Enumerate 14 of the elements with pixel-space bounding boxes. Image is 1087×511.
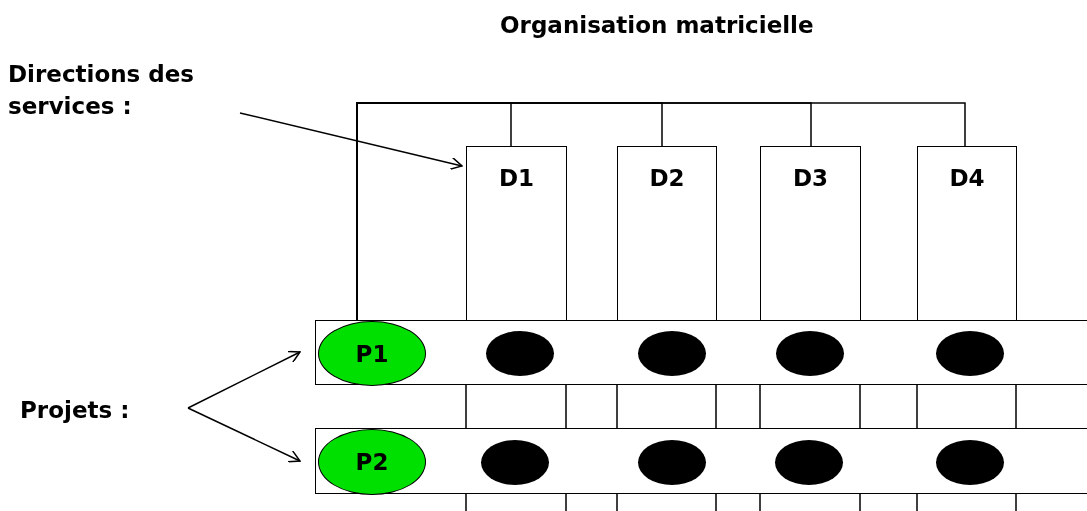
department-column: D4 <box>917 146 1017 321</box>
project-row <box>315 428 1087 494</box>
diagram-title: Organisation matricielle <box>500 12 814 38</box>
project-circle: P1 <box>318 321 426 386</box>
arrow <box>187 350 301 409</box>
department-column: D3 <box>760 146 861 321</box>
department-column: D1 <box>466 146 567 321</box>
project-row <box>315 320 1087 385</box>
callout-text: Projets : <box>20 394 180 430</box>
arrow <box>187 407 301 463</box>
arrow <box>239 112 463 171</box>
department-column: D2 <box>617 146 717 321</box>
project-circle: P2 <box>318 429 426 495</box>
callout-text: Directions des services : <box>8 58 268 128</box>
